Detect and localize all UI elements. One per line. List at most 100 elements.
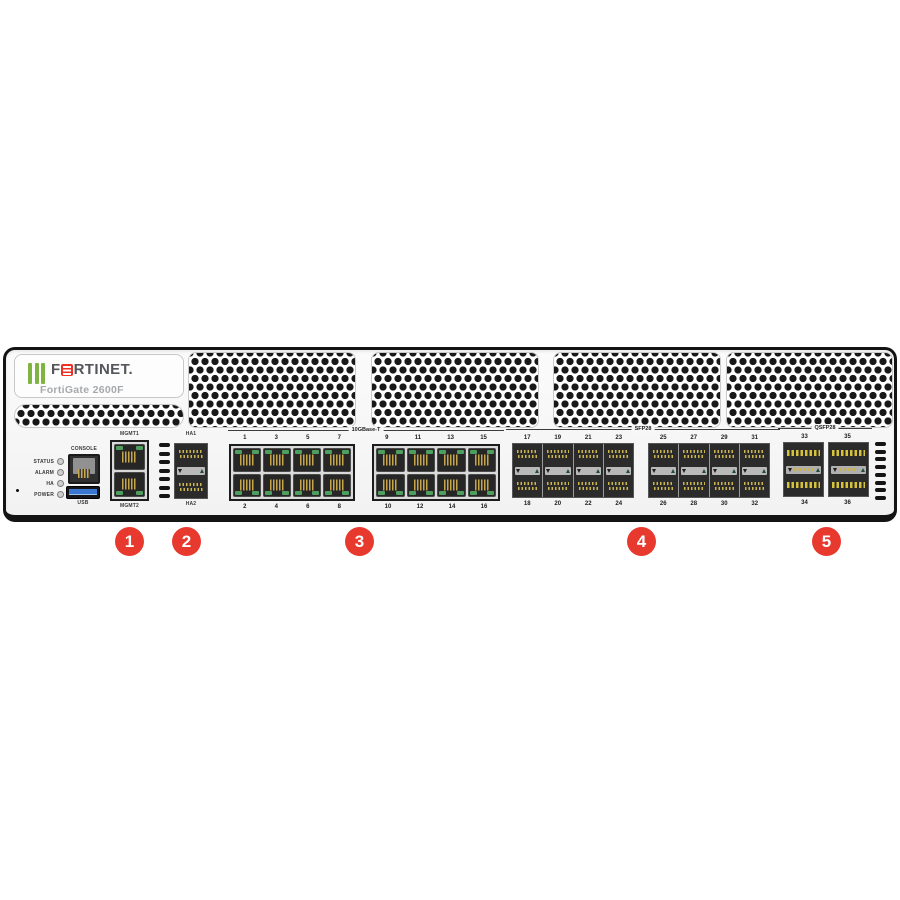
callout-2: 2 [172, 527, 201, 556]
led-label: STATUS [33, 458, 54, 465]
port-number: 8 [337, 504, 341, 510]
led-indicators: STATUS ALARM HA POWER [20, 456, 64, 500]
model-name: FortiGate 2600F [40, 384, 124, 396]
vent-strip [874, 442, 886, 500]
port-number: 11 [414, 435, 422, 441]
sfp-port [710, 444, 740, 497]
port-number: 19 [554, 435, 562, 441]
port-number: 33 [801, 434, 808, 440]
sfp-port [175, 444, 207, 498]
port-number: 18 [523, 501, 531, 507]
brand-logo: F RTINET. [28, 362, 183, 384]
port-number: 32 [751, 501, 759, 507]
port-number: 10 [384, 504, 392, 510]
port-number: 34 [801, 500, 808, 506]
rj45-port [263, 473, 291, 497]
rj45-port [114, 444, 145, 470]
brand-panel: F RTINET. FortiGate 2600F [14, 354, 184, 398]
port-number: 36 [844, 500, 851, 506]
led-label: POWER [34, 491, 54, 498]
sfp28-port-block-17-24 [512, 443, 634, 498]
usb-label: USB [77, 500, 89, 506]
rj45-port [467, 448, 496, 472]
port-number: 1 [243, 435, 247, 441]
reset-pinhole [16, 489, 19, 492]
callout-5: 5 [812, 527, 841, 556]
rj45-port [114, 471, 145, 497]
port-number: 28 [690, 501, 698, 507]
vent-grille [726, 352, 893, 428]
rj45-port-block-1-8 [229, 444, 355, 501]
rj45-port-block-9-16 [372, 444, 500, 501]
port-number: 2 [243, 504, 247, 510]
callout-1: 1 [115, 527, 144, 556]
group-label-qsfp28: QSFP28 [811, 424, 839, 433]
rj45-jack-pins [78, 469, 90, 478]
sfp28-port-block-25-32 [648, 443, 770, 498]
led-row-alarm: ALARM [20, 467, 64, 478]
port-number: 21 [584, 435, 592, 441]
port-number: 31 [751, 435, 759, 441]
mgmt-port-block [110, 440, 149, 501]
ha-port-block [174, 443, 208, 499]
rj45-port [376, 448, 405, 472]
console-port [68, 454, 100, 484]
vent-grille [371, 352, 539, 428]
led-label: HA [46, 480, 54, 487]
brand-text-suffix: RTINET. [73, 361, 134, 378]
sfp-port [679, 444, 710, 497]
callout-4: 4 [627, 527, 656, 556]
port-numbers: 17 19 21 23 [512, 434, 634, 442]
led-dot [57, 469, 64, 476]
rj45-port [323, 473, 351, 497]
port-number: 7 [337, 435, 341, 441]
fortinet-bars-icon [28, 363, 45, 384]
rj45-port [376, 473, 405, 497]
group-label-10gbaset: 10GBase-T [348, 426, 384, 435]
port-number: 9 [385, 435, 389, 441]
port-number: 27 [690, 435, 698, 441]
rj45-port [233, 448, 261, 472]
usb-port [66, 486, 100, 499]
port-number: 17 [523, 435, 531, 441]
port-numbers: 33 35 [783, 433, 869, 441]
brand-name: F RTINET. [51, 362, 133, 378]
rj45-port [323, 448, 351, 472]
rj45-port [293, 473, 321, 497]
group-bracket-qsfp28: QSFP28 [778, 424, 872, 433]
led-row-power: POWER [20, 489, 64, 500]
rj45-port [437, 473, 466, 497]
port-number: 13 [447, 435, 454, 441]
rj45-port [467, 473, 496, 497]
led-label: ALARM [34, 469, 54, 476]
port-number: 5 [306, 435, 310, 441]
port-number: 20 [554, 501, 562, 507]
led-dot [57, 458, 64, 465]
sfp-port [513, 444, 544, 497]
brand-text-prefix: F [51, 361, 61, 378]
led-dot [57, 480, 64, 487]
callout-3: 3 [345, 527, 374, 556]
port-number: 30 [720, 501, 728, 507]
mgmt2-label: MGMT2 [119, 503, 140, 509]
port-number: 4 [274, 504, 278, 510]
rj45-port [406, 448, 435, 472]
port-number: 14 [448, 504, 456, 510]
vent-grille [188, 352, 356, 428]
qsfp28-port-block-33-36 [783, 442, 869, 497]
port-number: 12 [416, 504, 424, 510]
led-row-status: STATUS [20, 456, 64, 467]
mgmt1-label: MGMT1 [119, 431, 140, 437]
port-number: 23 [615, 435, 623, 441]
rj45-port [406, 473, 435, 497]
console-label: CONSOLE [70, 446, 98, 452]
vent-grille [553, 352, 721, 428]
rj45-port [293, 448, 321, 472]
port-number: 26 [659, 501, 667, 507]
port-number: 35 [844, 434, 851, 440]
